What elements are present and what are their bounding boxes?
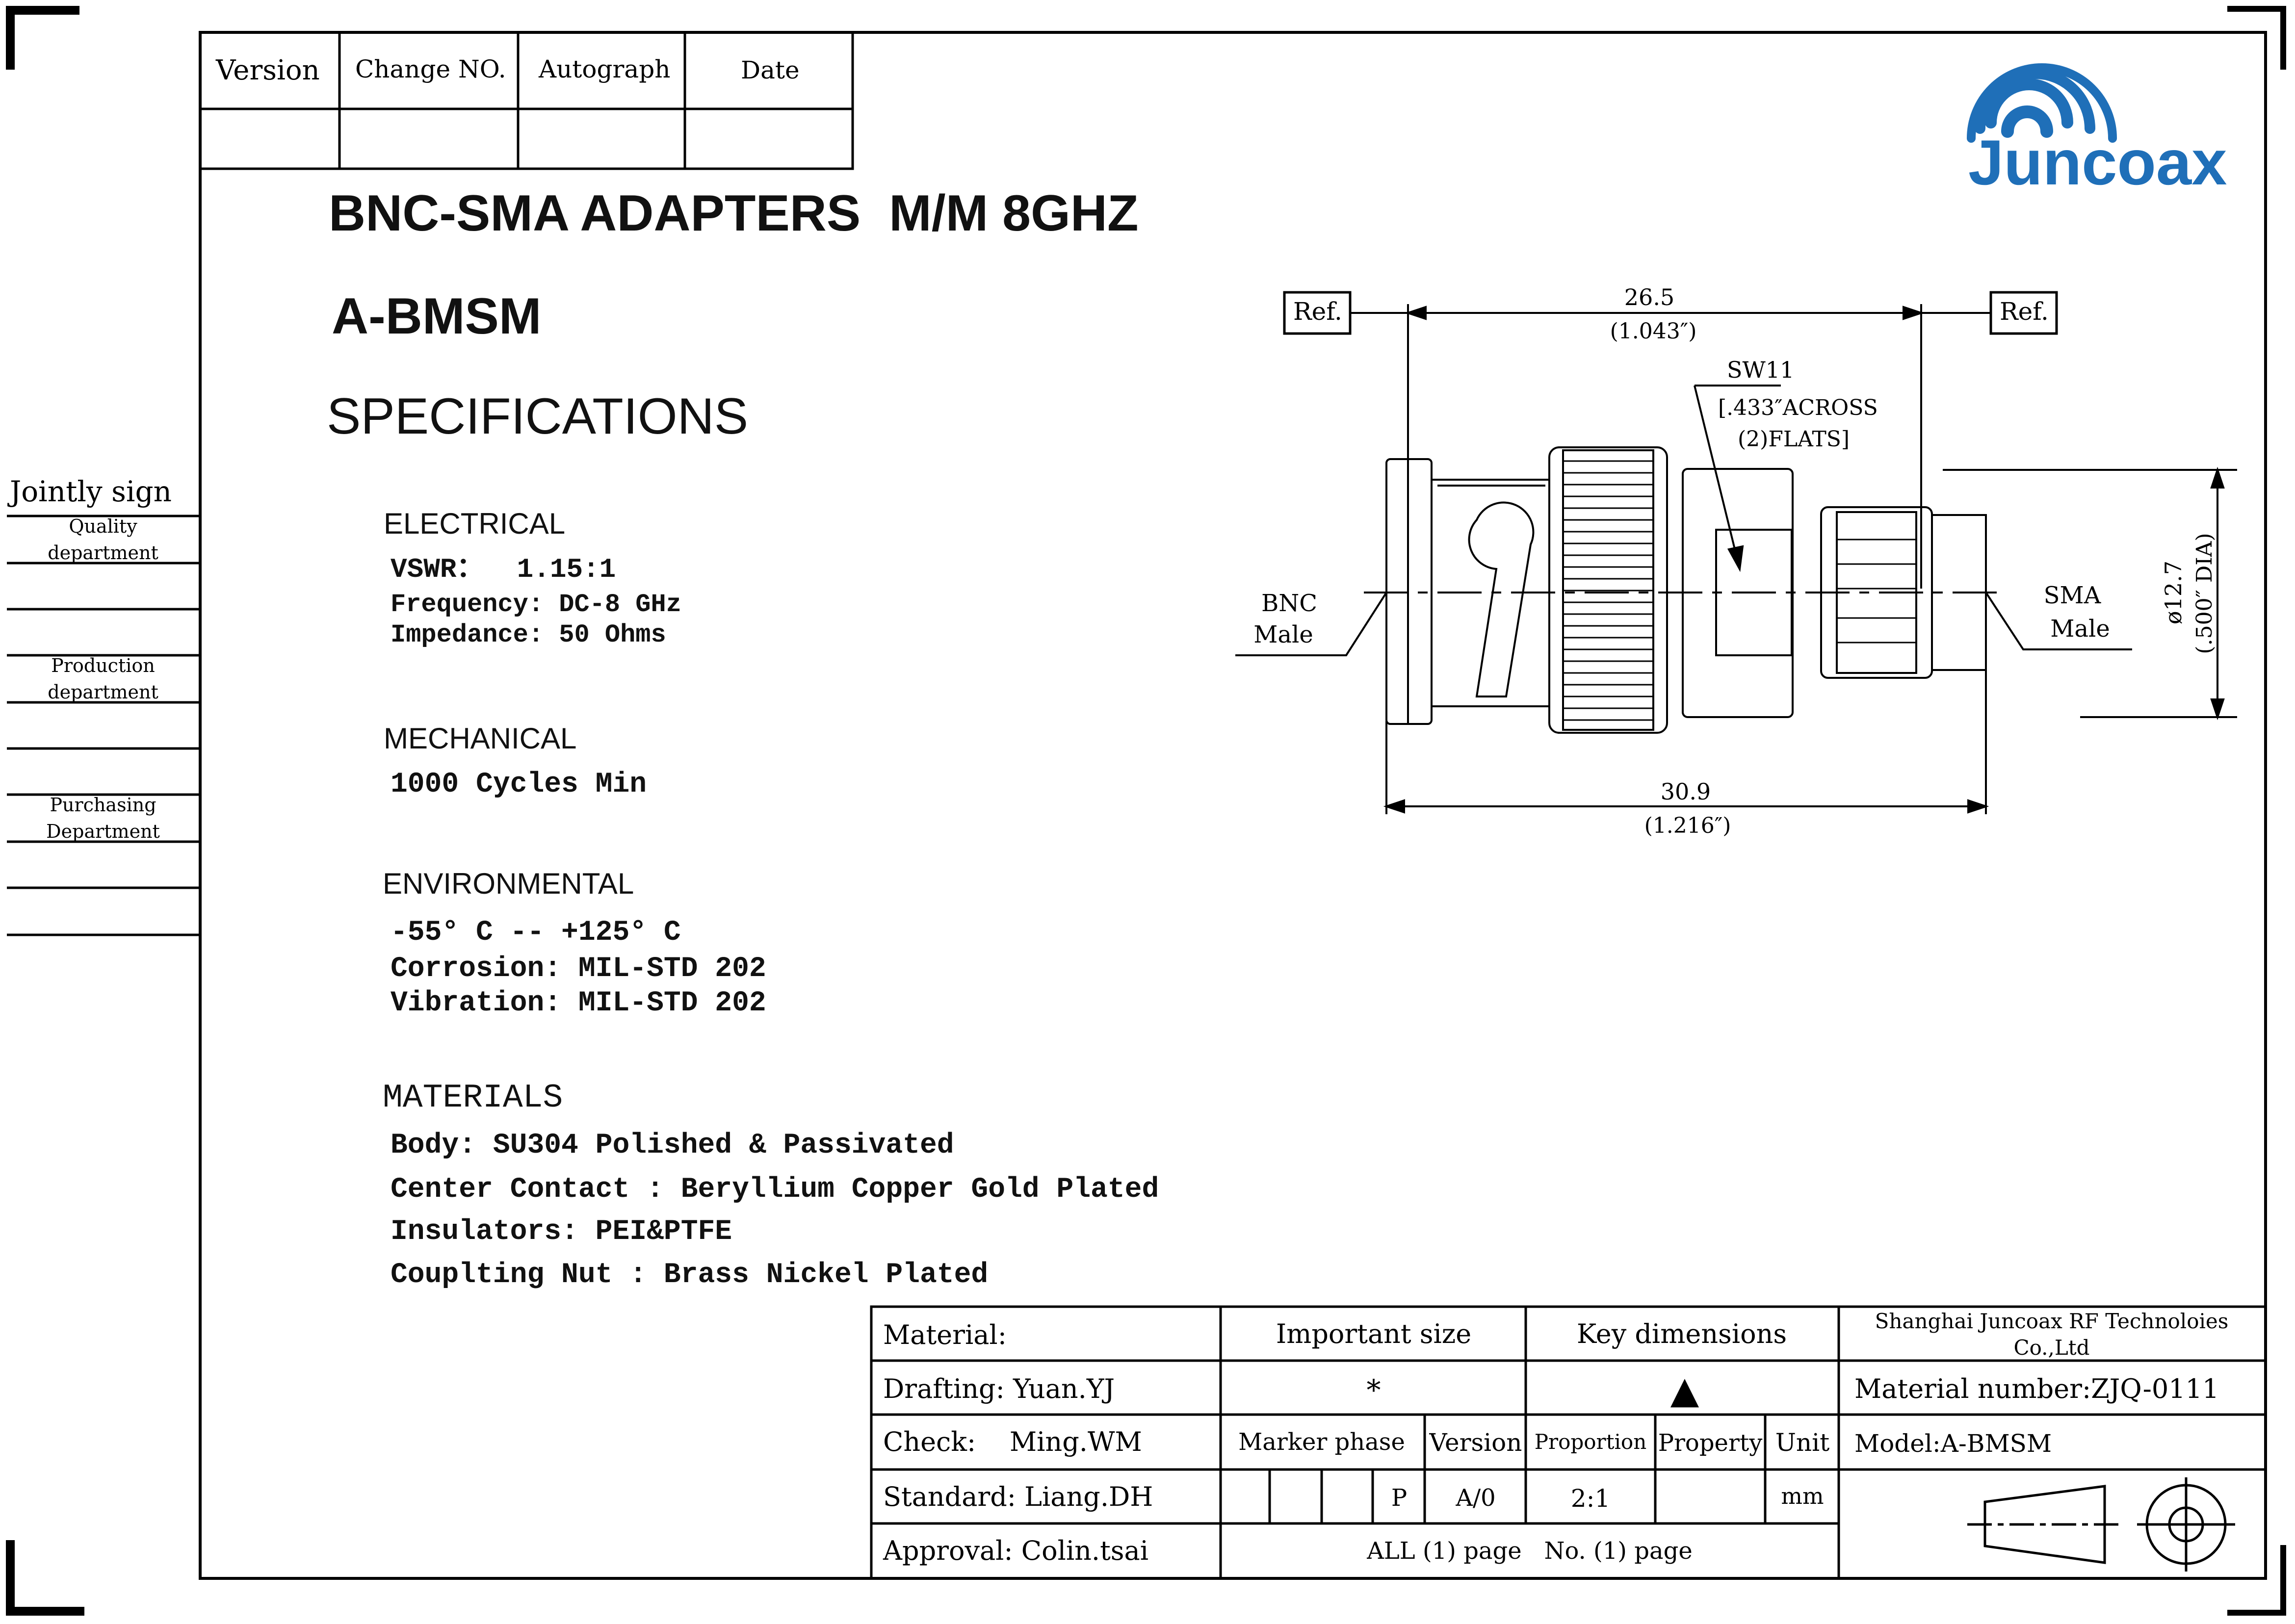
rev-header-autograph: Autograph — [538, 55, 670, 83]
spec-vibration: Vibration: MIL-STD 202 — [391, 987, 766, 1019]
spec-cycles: 1000 Cycles Min — [391, 769, 647, 800]
specifications-heading: SPECIFICATIONS — [327, 388, 748, 445]
rev-header-date: Date — [741, 56, 800, 84]
rev-header-change: Change NO. — [355, 55, 506, 83]
materials-heading: MATERIALS — [383, 1079, 563, 1117]
tb-material: Material: — [883, 1319, 1007, 1350]
diameter-mm: ø12.7 — [2160, 561, 2187, 624]
dim-bottom-mm: 30.9 — [1661, 778, 1711, 805]
tb-key-dimensions: Key dimensions — [1577, 1318, 1787, 1349]
wrench-size: SW11 — [1727, 357, 1794, 383]
tb-approval: Approval: Colin.tsai — [883, 1535, 1148, 1566]
dept-quality-line1: Quality — [69, 516, 137, 537]
diameter-in: (.500″ DIA) — [2192, 533, 2217, 654]
spec-body: Body: SU304 Polished & Passivated — [391, 1130, 954, 1161]
electrical-section: ELECTRICAL VSWR： 1.15:1 Frequency: DC-8 … — [384, 507, 681, 649]
tb-important-symbol: * — [1367, 1373, 1381, 1407]
dept-production-line2: department — [48, 681, 158, 703]
company-logo: Juncoax — [1967, 63, 2227, 198]
tb-key-symbol: ▲ — [1670, 1368, 1699, 1412]
tb-material-number: Material number:ZJQ-0111 — [1854, 1373, 2219, 1404]
sma-label-2: Male — [2050, 615, 2110, 643]
drawing-labels: Ref. Ref. 26.5 (1.043″) SW11 [.433″ACROS… — [1253, 284, 2217, 838]
spec-corrosion: Corrosion: MIL-STD 202 — [391, 953, 766, 985]
tb-company-2: Co.,Ltd — [2013, 1336, 2089, 1360]
dim-top-in: (1.043″) — [1610, 319, 1697, 344]
product-title: BNC-SMA ADAPTERS M/M 8GHZ — [329, 185, 1139, 242]
wrench-note-2: (2)FLATS] — [1738, 427, 1850, 452]
dept-production-line1: Production — [51, 655, 155, 676]
tb-unit-value: mm — [1781, 1483, 1824, 1509]
environmental-section: ENVIRONMENTAL -55° C -- +125° C Corrosio… — [383, 867, 766, 1019]
bnc-label-2: Male — [1253, 621, 1313, 648]
sma-label-1: SMA — [2044, 582, 2102, 609]
spec-frequency: Frequency: DC-8 GHz — [391, 590, 681, 619]
title-block — [870, 1305, 2267, 1580]
ref-left-label: Ref. — [1293, 297, 1342, 326]
bnc-label-1: BNC — [1261, 590, 1317, 617]
rev-header-version: Version — [215, 54, 320, 86]
tb-pages: ALL (1) page No. (1) page — [1366, 1537, 1692, 1565]
revision-table — [199, 31, 854, 170]
product-model: A-BMSM — [332, 288, 541, 345]
tb-version-value: A/0 — [1455, 1484, 1495, 1512]
tb-drafting: Drafting: Yuan.YJ — [883, 1373, 1115, 1404]
spec-insulators: Insulators: PEI&PTFE — [391, 1216, 732, 1248]
tb-property: Property — [1658, 1429, 1763, 1457]
tb-check: Check: Ming.WM — [883, 1426, 1142, 1457]
electrical-heading: ELECTRICAL — [384, 507, 565, 540]
dim-bottom-in: (1.216″) — [1644, 813, 1731, 838]
tb-proportion-value: 2:1 — [1571, 1484, 1610, 1513]
dim-top-mm: 26.5 — [1624, 284, 1674, 310]
wrench-note-1: [.433″ACROSS — [1718, 395, 1878, 420]
projection-symbol-icon — [1967, 1477, 2235, 1572]
spec-center-contact: Center Contact : Beryllium Copper Gold P… — [391, 1174, 1159, 1206]
corner-marks — [6, 6, 2286, 1616]
technical-drawing — [1235, 291, 2237, 814]
tb-company-1: Shanghai Juncoax RF Technoloies — [1875, 1309, 2229, 1333]
materials-section: MATERIALS Body: SU304 Polished & Passiva… — [383, 1079, 1159, 1291]
jointly-sign-heading: Jointly sign — [7, 475, 172, 508]
environmental-heading: ENVIRONMENTAL — [383, 867, 634, 900]
company-logo-text: Juncoax — [1968, 127, 2227, 198]
mechanical-section: MECHANICAL 1000 Cycles Min — [384, 722, 647, 800]
tb-model: Model:A-BMSM — [1854, 1429, 2052, 1458]
ref-right-label: Ref. — [2000, 297, 2049, 326]
tb-marker-value: P — [1391, 1484, 1407, 1512]
jointly-sign-sidebar: Jointly sign Quality department Producti… — [7, 475, 200, 936]
tb-important-size: Important size — [1276, 1318, 1471, 1349]
tb-proportion: Proportion — [1535, 1430, 1647, 1454]
spec-vswr: VSWR： 1.15:1 — [391, 554, 616, 585]
tb-marker-phase: Marker phase — [1238, 1428, 1405, 1456]
dept-purchasing-line2: Department — [46, 821, 160, 842]
dept-quality-line2: department — [48, 542, 158, 564]
spec-coupling-nut: Couplting Nut : Brass Nickel Plated — [391, 1259, 988, 1291]
spec-temperature: -55° C -- +125° C — [391, 917, 681, 949]
mechanical-heading: MECHANICAL — [384, 722, 576, 755]
dept-purchasing-line1: Purchasing — [50, 794, 156, 816]
title-block-text: Material: Important size Key dimensions … — [883, 1309, 2228, 1566]
spec-impedance: Impedance: 50 Ohms — [391, 620, 666, 649]
tb-standard: Standard: Liang.DH — [883, 1481, 1153, 1512]
signal-arcs-icon — [1967, 63, 2117, 143]
tb-unit: Unit — [1775, 1428, 1829, 1457]
tb-version: Version — [1429, 1428, 1522, 1457]
